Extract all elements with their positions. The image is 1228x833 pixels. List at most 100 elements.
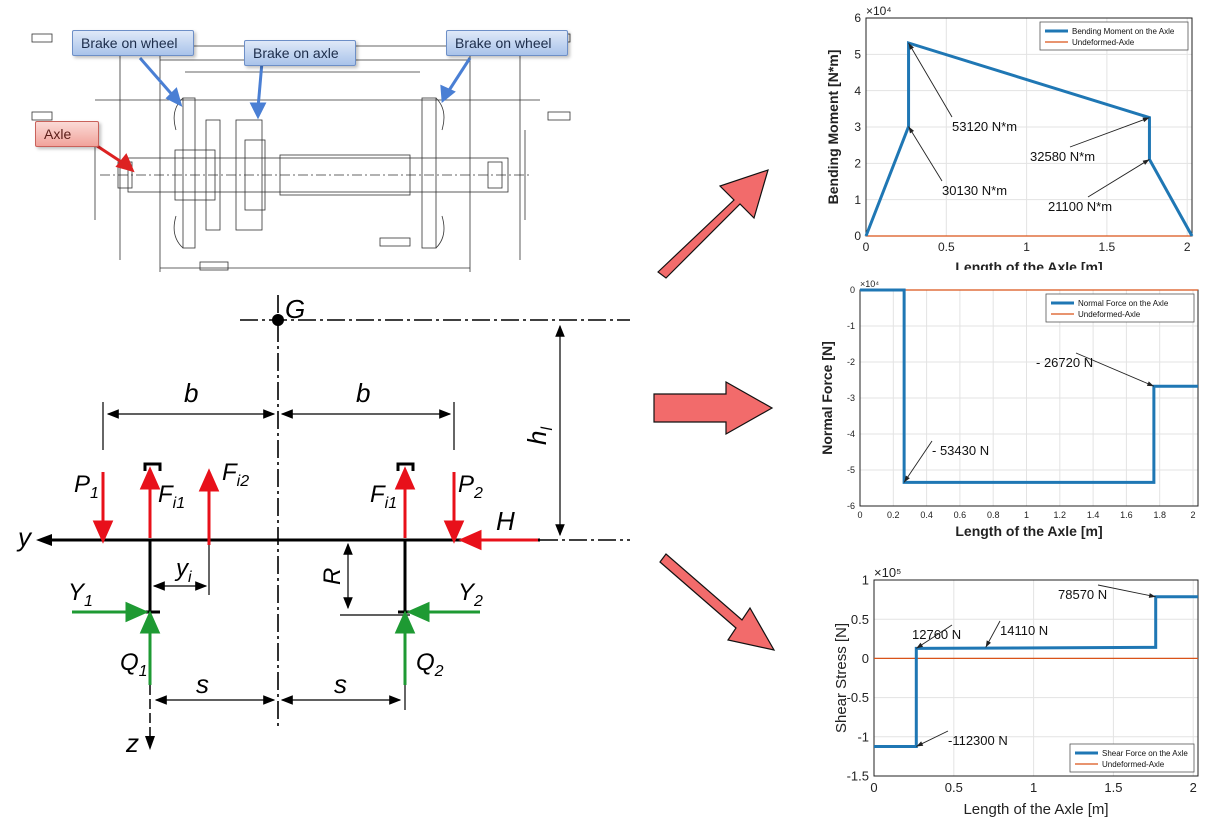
annotation-arrow <box>908 42 953 118</box>
x-tick-label: 0.6 <box>954 510 967 520</box>
fi1-right-arrow <box>394 466 416 490</box>
x-tick-label: 1 <box>1024 510 1029 520</box>
y-tick-label: -1 <box>857 729 869 744</box>
annotation-arrowhead <box>1142 117 1150 123</box>
point-g <box>272 314 284 326</box>
annotation-arrowhead <box>1142 159 1150 165</box>
y-tick-label: -0.5 <box>847 690 869 705</box>
y-tick-label: 5 <box>854 48 861 62</box>
y-axis-label: Shear Stress [N] <box>833 623 850 733</box>
x-tick-label: 1.2 <box>1054 510 1067 520</box>
x-tick-label: 2 <box>1190 780 1197 795</box>
y-tick-label: 6 <box>854 11 861 25</box>
y1-arrow <box>125 601 149 623</box>
annotation-label: 14110 N <box>1000 623 1048 638</box>
x-tick-label: 0 <box>863 240 870 254</box>
x-tick-label: 1 <box>1030 780 1037 795</box>
h-arrow <box>458 529 482 551</box>
y2-arrow <box>406 601 430 623</box>
y-axis-label: Normal Force [N] <box>820 341 835 455</box>
label-fi2: Fi2 <box>222 459 249 490</box>
x-tick-label: 1.5 <box>1104 780 1122 795</box>
x-tick-label: 0.8 <box>987 510 1000 520</box>
z-axis-arrow <box>145 736 155 750</box>
x-tick-label: 2 <box>1184 240 1191 254</box>
annotation-label: - 26720 N <box>1036 355 1093 370</box>
x-tick-label: 1.8 <box>1153 510 1166 520</box>
annotation-arrow <box>1069 117 1150 148</box>
annotation-label: 78570 N <box>1058 587 1107 602</box>
annotation-arrowhead <box>916 642 924 649</box>
y-tick-label: -1.5 <box>847 769 869 784</box>
x-axis-label: Length of the Axle [m] <box>955 259 1102 270</box>
callout-brake-on-wheel-left: Brake on wheel <box>72 30 194 56</box>
label-z-axis: z <box>125 728 139 758</box>
callout-brake-on-axle: Brake on axle <box>244 40 356 66</box>
y-tick-label: 0 <box>862 651 869 666</box>
exponent-label: ×10⁴ <box>860 279 879 289</box>
arrow-to-normal <box>653 380 774 436</box>
x-tick-label: 1.5 <box>1099 240 1116 254</box>
annotation-label: -112300 N <box>948 733 1008 748</box>
y-tick-label: 2 <box>854 157 861 171</box>
label-p1: P1 <box>74 471 99 502</box>
annotation-arrowhead <box>904 475 910 483</box>
annotation-label: 53120 N*m <box>952 119 1017 134</box>
label-yi: yi <box>174 555 192 586</box>
q1-arrow <box>139 610 161 634</box>
label-h-force: H <box>496 506 515 536</box>
y-tick-label: 0.5 <box>851 612 869 627</box>
x-tick-label: 2 <box>1190 510 1195 520</box>
x-tick-label: 0.5 <box>945 780 963 795</box>
x-tick-label: 0.2 <box>887 510 900 520</box>
y-tick-label: -3 <box>847 393 855 403</box>
y-tick-label: 0 <box>850 285 855 295</box>
fi2-arrow <box>198 468 220 492</box>
label-r: R <box>319 568 346 585</box>
annotation-arrow <box>1075 352 1155 387</box>
legend-entry: Normal Force on the Axle <box>1078 299 1169 308</box>
annotation-arrowhead <box>908 42 914 50</box>
annotation-arrowhead <box>985 640 991 648</box>
x-tick-label: 0.5 <box>938 240 955 254</box>
wheelset-drawing-svg <box>31 33 571 272</box>
exponent-label: ×10⁵ <box>874 565 901 580</box>
arrow-to-shear <box>659 553 776 651</box>
x-tick-label: 0 <box>857 510 862 520</box>
plot-frame <box>873 579 1199 777</box>
legend-box <box>1069 743 1195 773</box>
x-axis-label: Length of the Axle [m] <box>963 801 1108 818</box>
force-diagram: G b b y z s s H hl R P1 P2 Fi1 Fi2 Fi1 y… <box>0 290 640 828</box>
label-y-axis: y <box>16 522 33 552</box>
callout-axle: Axle <box>35 121 99 147</box>
x-tick-label: 0.4 <box>920 510 933 520</box>
wheelset-drawing: Brake on wheel Brake on axle Brake on wh… <box>0 0 640 290</box>
y-tick-label: 3 <box>854 120 861 134</box>
legend-entry: Shear Force on the Axle <box>1102 749 1188 758</box>
annotation-arrow <box>903 440 933 483</box>
legend-entry: Undeformed-Axle <box>1102 760 1165 769</box>
label-fi1-right: Fi1 <box>370 481 397 512</box>
label-y1: Y1 <box>68 579 93 610</box>
series-line-main <box>874 595 1198 748</box>
label-fi1-left: Fi1 <box>158 481 185 512</box>
y-tick-label: 1 <box>854 193 861 207</box>
annotation-label: - 53430 N <box>932 443 989 458</box>
fi1-left-arrow <box>139 466 161 490</box>
y-axis-label: Bending Moment [N*m] <box>825 50 841 205</box>
force-diagram-svg: G b b y z s s H hl R P1 P2 Fi1 Fi2 Fi1 y… <box>16 294 630 758</box>
label-s-right: s <box>334 669 347 699</box>
label-b-right: b <box>356 378 370 408</box>
legend-entry: Bending Moment on the Axle <box>1072 27 1175 36</box>
arrow-to-bending <box>657 169 769 279</box>
callout-brake-on-wheel-right: Brake on wheel <box>446 30 568 56</box>
label-p2: P2 <box>458 471 483 502</box>
p2-arrow <box>443 520 465 544</box>
label-y2: Y2 <box>458 579 483 610</box>
pointer-arrows <box>640 150 790 670</box>
legend-box <box>1045 293 1195 323</box>
